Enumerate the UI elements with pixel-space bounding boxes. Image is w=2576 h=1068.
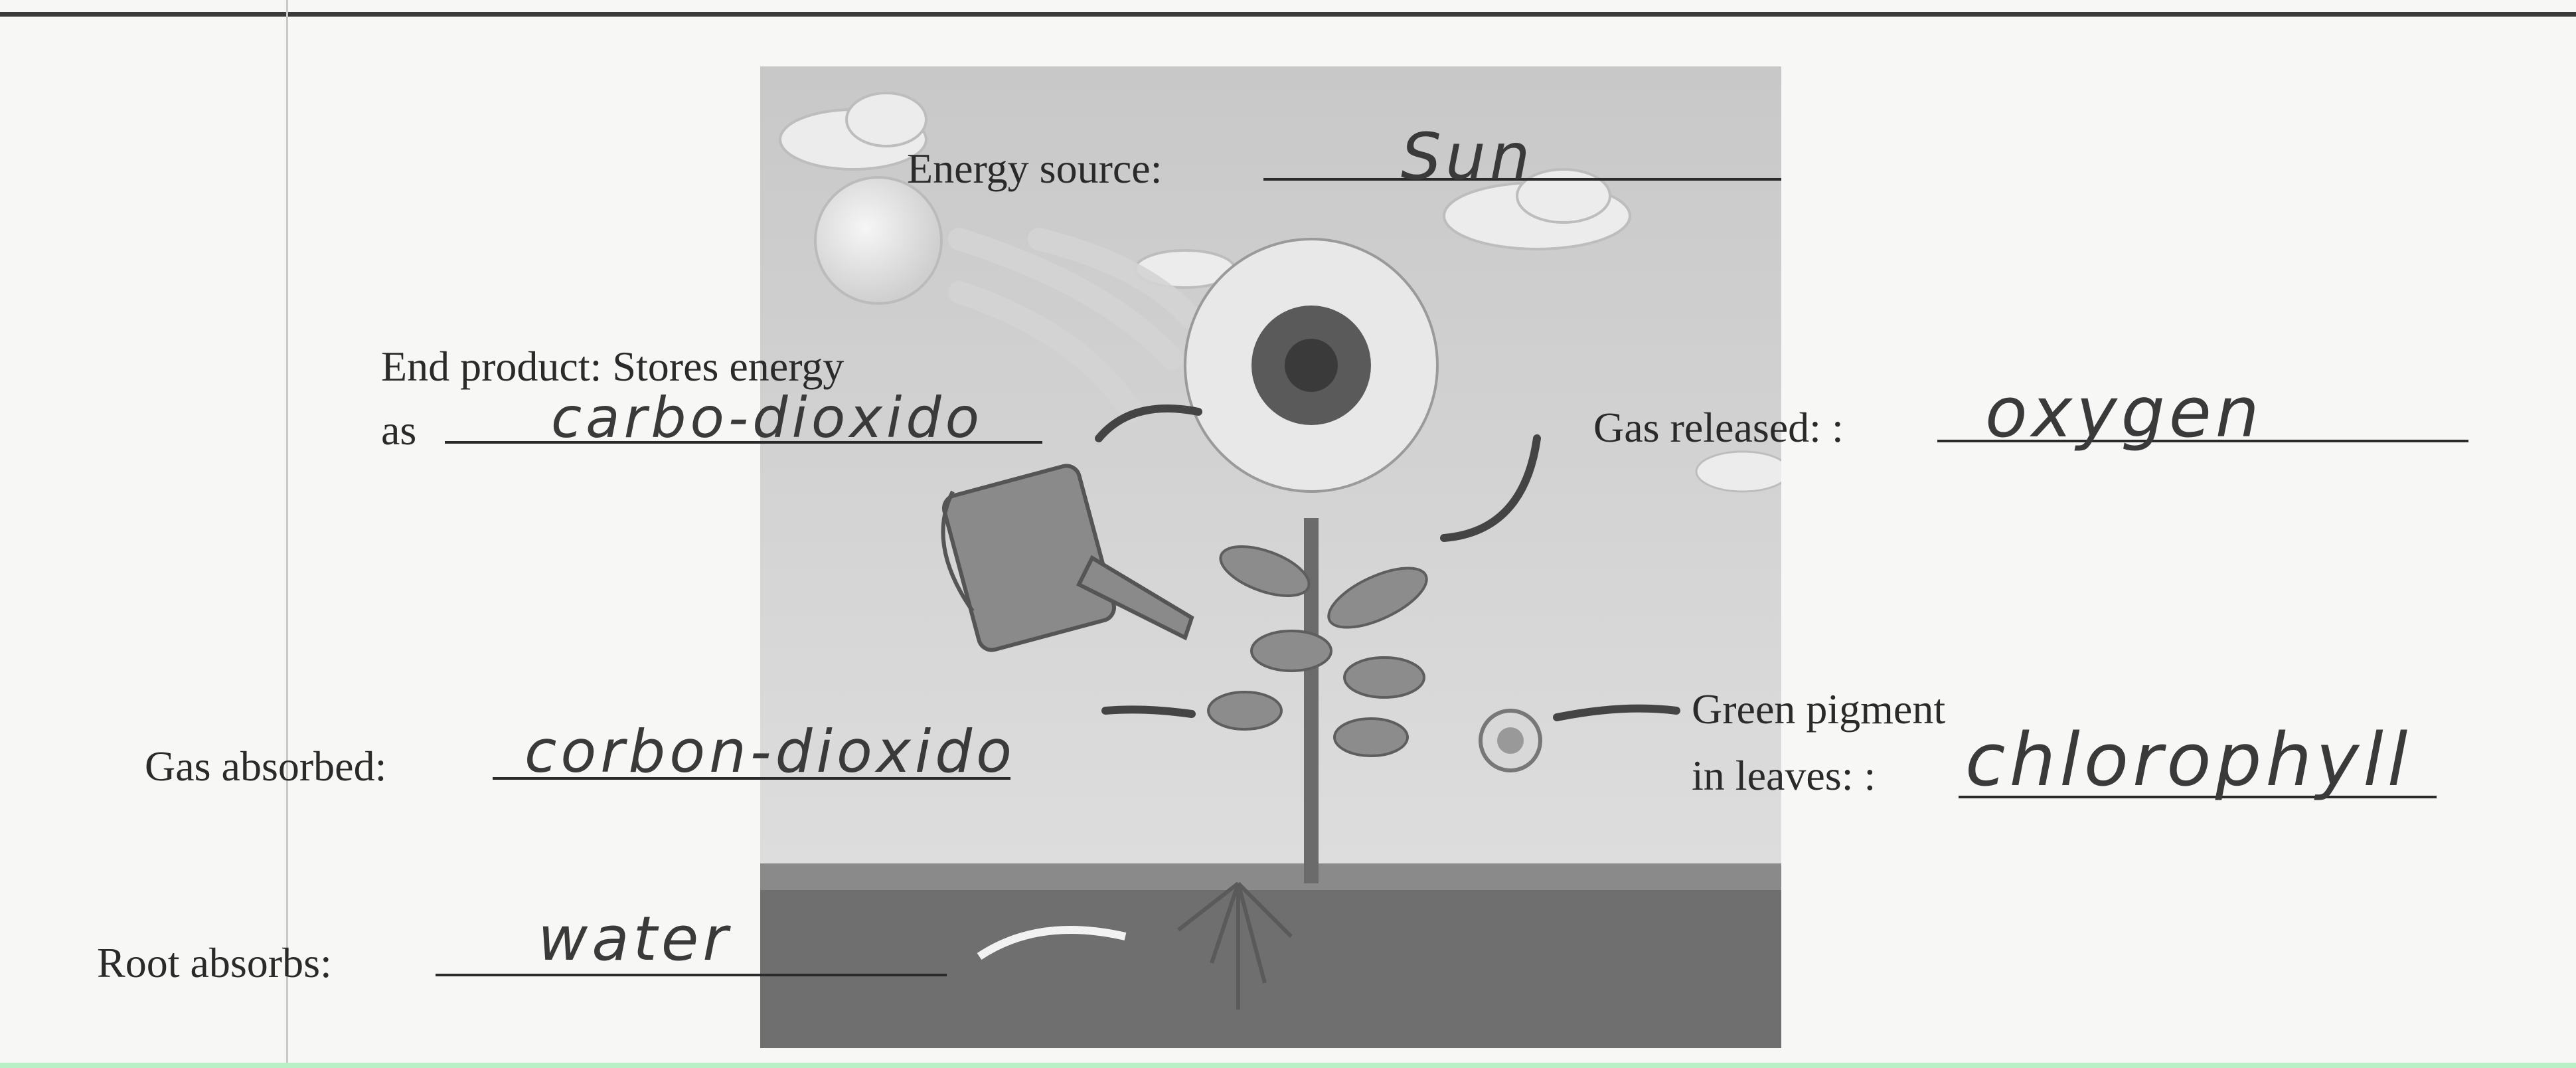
root-absorbs-blank[interactable] <box>436 974 947 976</box>
green-pigment-blank[interactable] <box>1959 796 2437 798</box>
cloud-icon <box>1443 168 1631 250</box>
root-absorbs-label: Root absorbs: <box>97 939 332 986</box>
gas-released-label: Gas released: : <box>1593 404 1844 451</box>
bottom-strip <box>0 1063 2576 1068</box>
end-product-blank[interactable] <box>445 441 1042 444</box>
green-pigment-label-line1: Green pigment <box>1692 685 1946 733</box>
energy-source-answer: Sun <box>1401 120 1534 194</box>
root-absorbs-answer: water <box>538 903 732 974</box>
gas-released-blank[interactable] <box>1937 440 2468 442</box>
top-rule <box>0 12 2576 17</box>
gas-absorbed-answer: corbon-dioxido <box>524 717 1016 786</box>
energy-source-blank[interactable] <box>1263 178 1781 181</box>
cloud-icon <box>1695 450 1781 493</box>
end-product-label-line2: as <box>381 406 417 454</box>
gas-absorbed-blank[interactable] <box>493 777 1010 780</box>
green-pigment-label-line2: in leaves: : <box>1692 752 1876 799</box>
chloroplast-icon <box>1479 709 1542 772</box>
sunflower-icon <box>1184 238 1439 493</box>
cloud-icon <box>779 92 927 171</box>
gas-absorbed-label: Gas absorbed: <box>145 743 387 790</box>
end-product-answer: carbo-dioxido <box>551 385 984 450</box>
photosynthesis-illustration <box>760 66 1781 1048</box>
watering-can-icon <box>941 464 1194 652</box>
gas-released-answer: oxygen <box>1985 372 2263 453</box>
sun-icon <box>814 176 943 305</box>
margin-line <box>286 0 288 1068</box>
end-product-label-line1: End product: Stores energy <box>381 343 845 390</box>
green-pigment-answer: chlorophyll <box>1965 717 2412 802</box>
energy-source-label: Energy source: <box>907 145 1163 192</box>
